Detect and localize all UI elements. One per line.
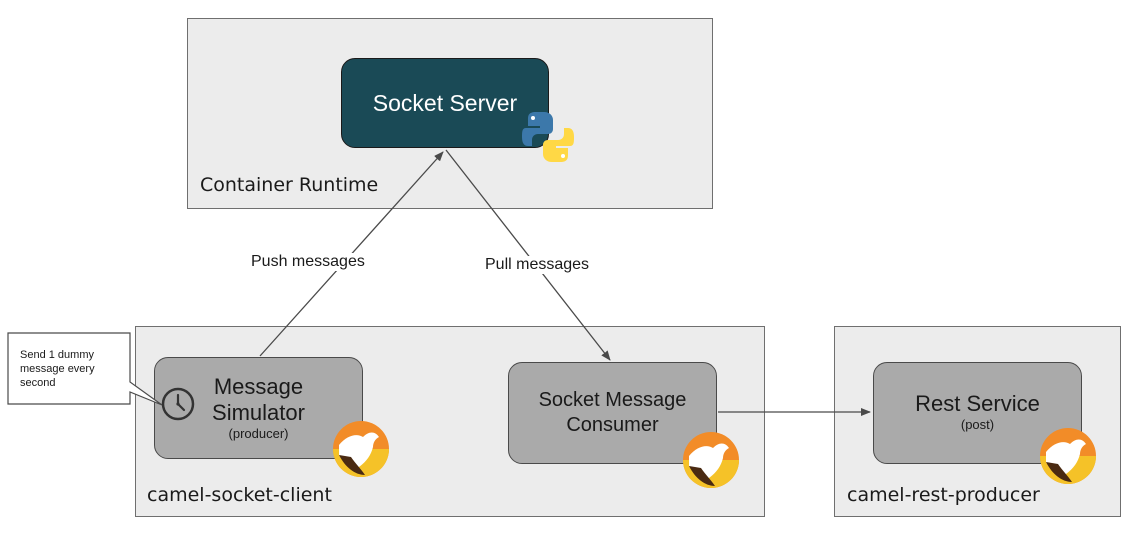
push-messages-label: Push messages (248, 253, 368, 271)
callout-bubble (7, 332, 163, 406)
rest-service-subtitle: (post) (960, 417, 995, 432)
apache-camel-logo-icon (683, 432, 739, 488)
pull-messages-arrow (445, 149, 611, 361)
message-simulator-title-line1: Message (213, 374, 304, 399)
message-simulator-subtitle: (producer) (228, 426, 289, 441)
callout-line-1: Send 1 dummy (20, 349, 94, 361)
message-simulator-title-line2: Simulator (212, 400, 305, 425)
camel-rest-producer-label: camel-rest-producer (847, 484, 1040, 506)
message-simulator-node: Message Simulator (producer) (154, 357, 363, 459)
callout-line-3: second (20, 377, 56, 389)
callout-text: Send 1 dummy message every second (20, 348, 95, 390)
apache-camel-logo-icon (1040, 428, 1096, 484)
socket-server-title: Socket Server (372, 90, 518, 116)
rest-service-title: Rest Service (915, 391, 1040, 416)
consumer-title-line2: Consumer (566, 414, 659, 436)
camel-socket-client-label: camel-socket-client (147, 484, 332, 506)
consumer-title-line1: Socket Message (538, 389, 687, 411)
callout-line-2: message every (20, 363, 95, 375)
python-logo-icon (522, 112, 574, 162)
clock-icon (161, 387, 195, 421)
socket-server-node: Socket Server (341, 58, 549, 148)
pull-messages-label: Pull messages (482, 256, 593, 274)
container-runtime-label: Container Runtime (200, 174, 379, 196)
apache-camel-logo-icon (333, 421, 389, 477)
socket-message-consumer-node: Socket Message Consumer (508, 362, 717, 464)
